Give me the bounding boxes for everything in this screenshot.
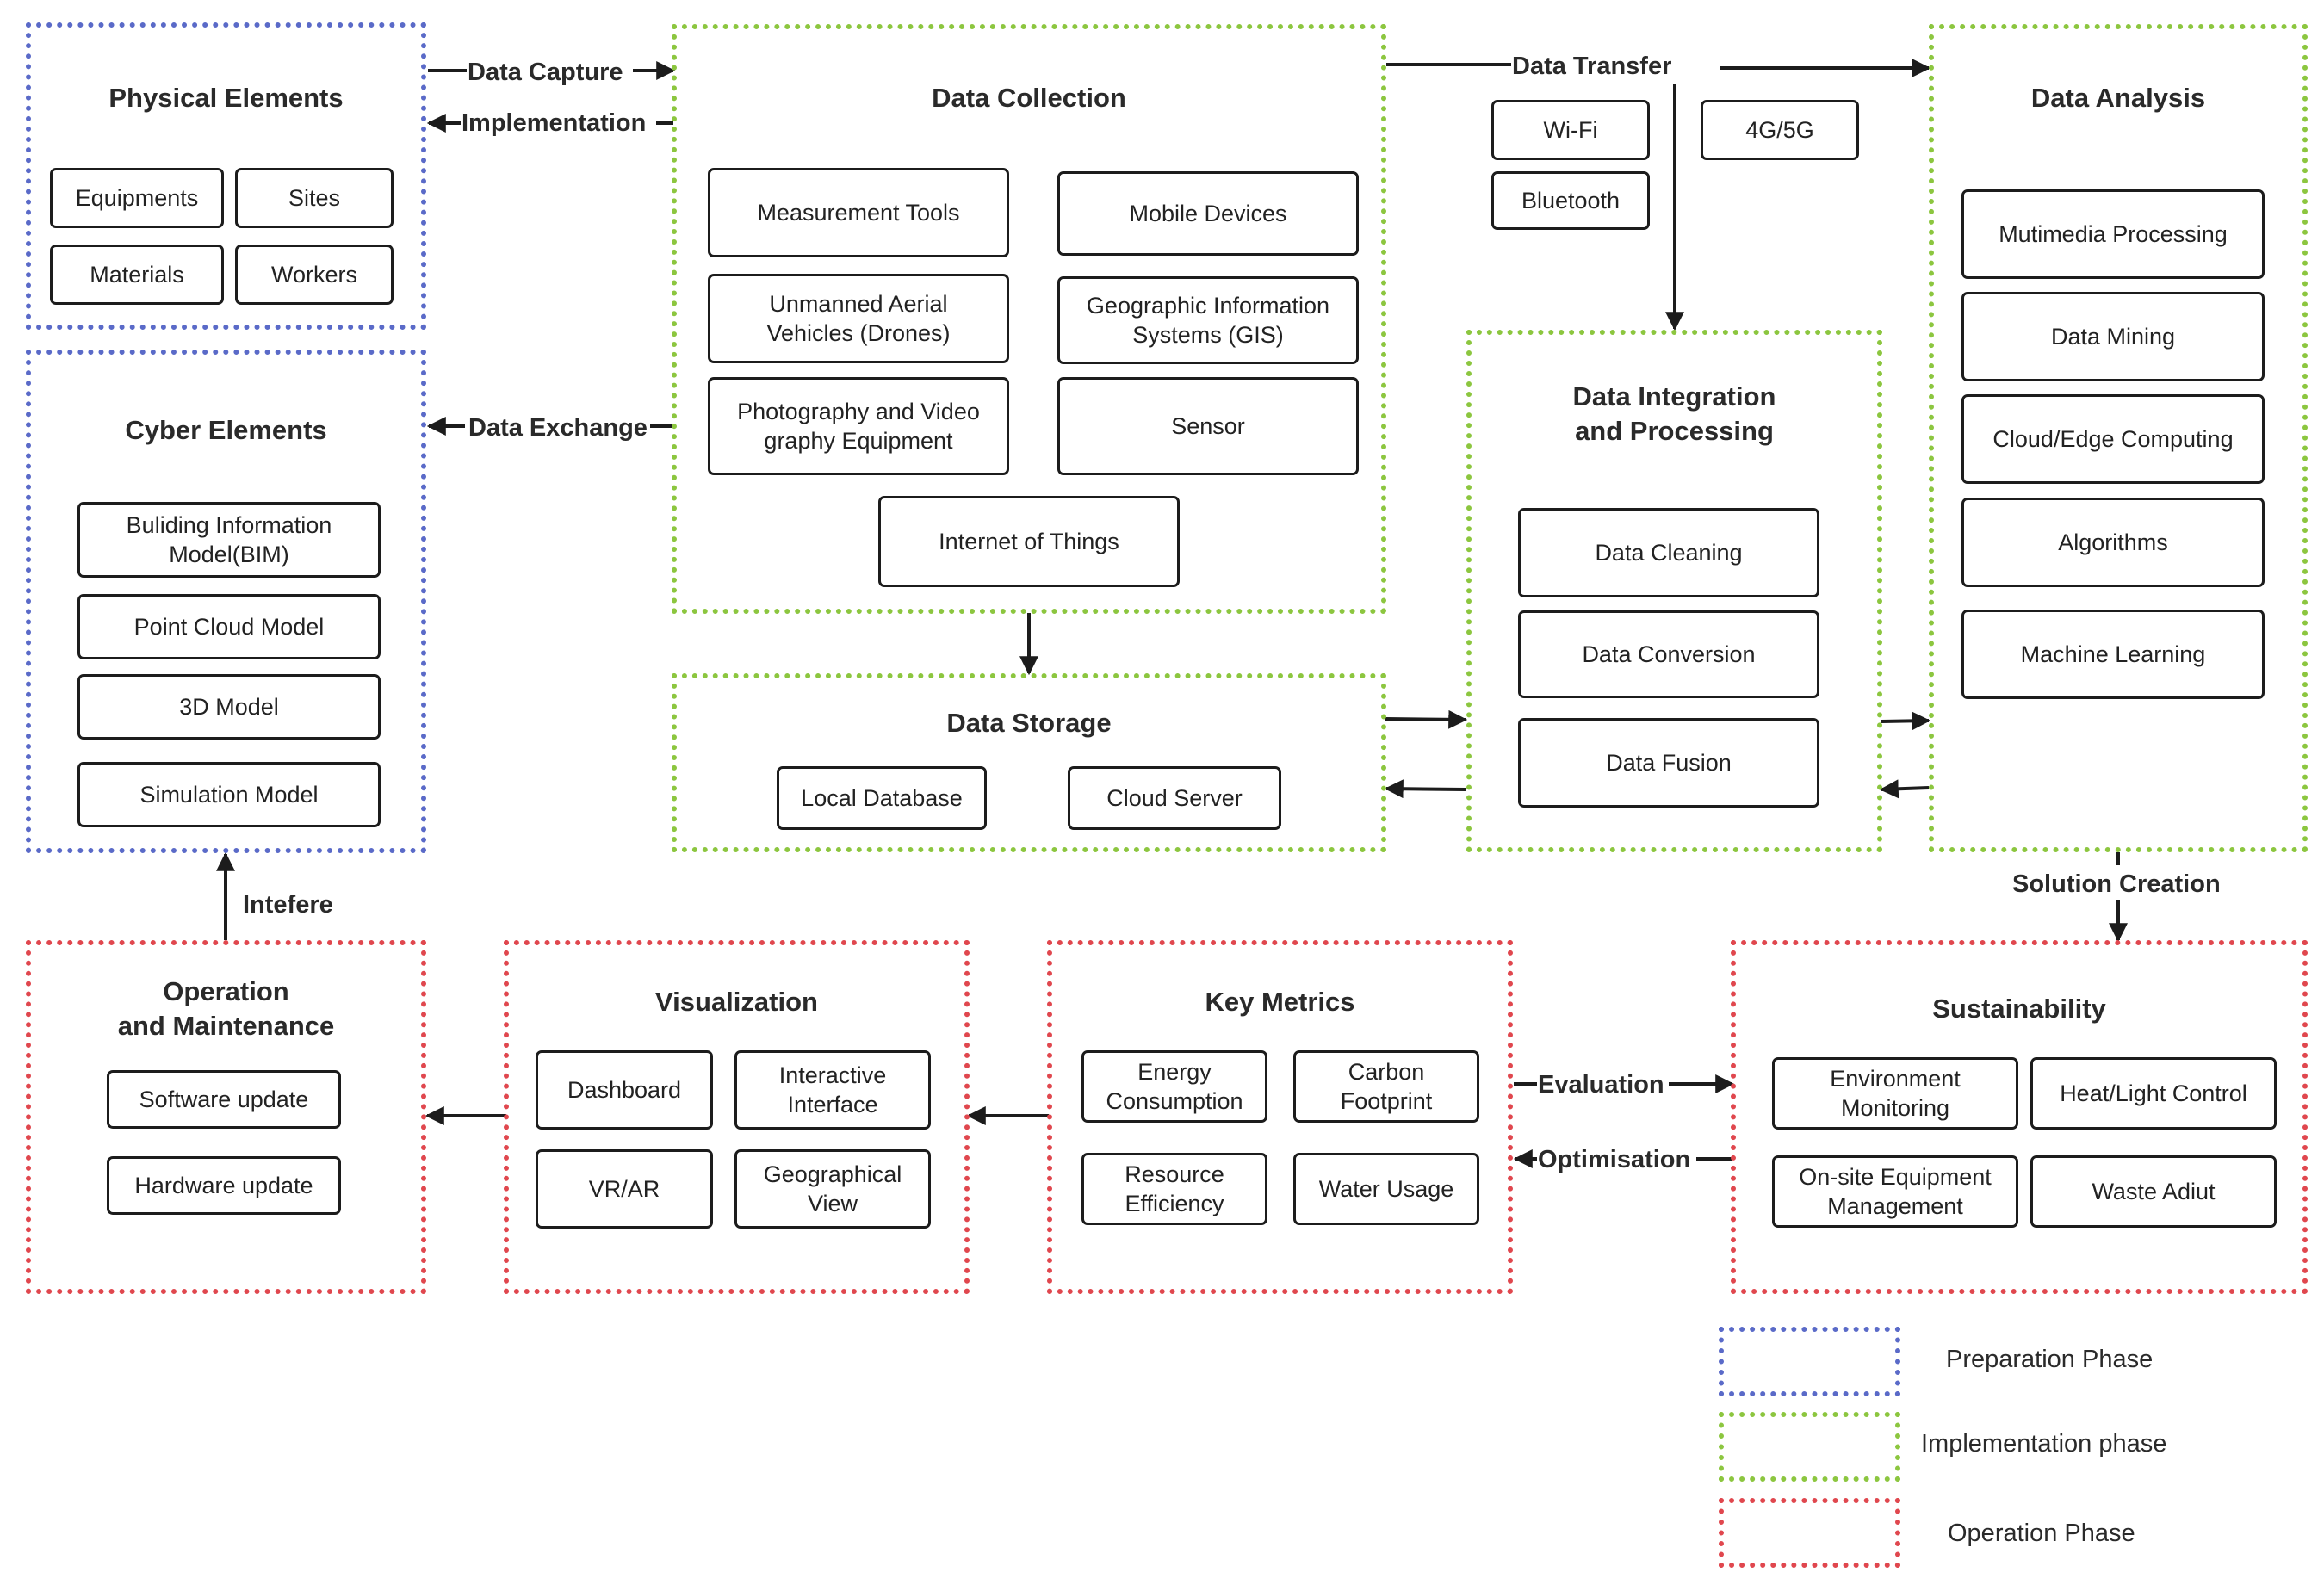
node-multimedia-processing: Mutimedia Processing [1961, 189, 2265, 279]
data-collection-title: Data Collection [932, 83, 1126, 113]
node-simulation-model: Simulation Model [77, 762, 381, 827]
visualization-group: Visualization [504, 940, 970, 1294]
label-intefere: Intefere [243, 890, 333, 919]
operation-maintenance-group: Operation and Maintenance [26, 940, 426, 1294]
legend-label-implementation: Implementation phase [1921, 1430, 2167, 1458]
node-onsite-equipment-management: On-site Equipment Management [1772, 1155, 2018, 1228]
data-analysis-title: Data Analysis [2030, 83, 2206, 113]
node-machine-learning: Machine Learning [1961, 610, 2265, 699]
legend-swatch-preparation [1719, 1327, 1900, 1396]
node-data-cleaning: Data Cleaning [1518, 508, 1819, 597]
data-collection-group: Data Collection [672, 24, 1386, 614]
operation-maintenance-title: Operation and Maintenance [117, 976, 335, 1041]
node-local-database: Local Database [777, 766, 987, 830]
data-storage-title: Data Storage [946, 708, 1112, 738]
node-hardware-update: Hardware update [107, 1156, 341, 1215]
legend-swatch-operation [1719, 1498, 1900, 1568]
node-geographical-view: Geographical View [734, 1149, 931, 1229]
label-data-transfer: Data Transfer [1512, 52, 1672, 81]
legend-label-preparation: Preparation Phase [1946, 1346, 2154, 1373]
node-materials: Materials [50, 245, 224, 305]
node-vr-ar: VR/AR [536, 1149, 713, 1229]
node-wifi: Wi-Fi [1491, 100, 1650, 160]
node-carbon-footprint: Carbon Footprint [1293, 1050, 1479, 1123]
node-dashboard: Dashboard [536, 1050, 713, 1130]
sustainability-title: Sustainability [1932, 994, 2106, 1024]
key-metrics-group: Key Metrics [1047, 940, 1513, 1294]
node-measurement-tools: Measurement Tools [708, 168, 1009, 257]
arrow-analysis-to-integration [1879, 779, 1930, 799]
label-implementation: Implementation [462, 108, 647, 138]
node-bim: Buliding Information Model(BIM) [77, 502, 381, 578]
label-optimisation: Optimisation [1538, 1145, 1691, 1174]
node-data-conversion: Data Conversion [1518, 610, 1819, 698]
node-internet-of-things: Internet of Things [878, 496, 1180, 587]
node-cloud-server: Cloud Server [1068, 766, 1281, 830]
data-integration-group: Data Integration and Processing [1466, 330, 1882, 852]
node-software-update: Software update [107, 1070, 341, 1129]
node-heat-light-control: Heat/Light Control [2030, 1057, 2277, 1130]
node-equipments: Equipments [50, 168, 224, 228]
node-workers: Workers [235, 245, 394, 305]
node-resource-efficiency: Resource Efficiency [1081, 1153, 1267, 1225]
cyber-elements-title: Cyber Elements [125, 415, 327, 445]
node-environment-monitoring: Environment Monitoring [1772, 1057, 2018, 1130]
node-drones: Unmanned Aerial Vehicles (Drones) [708, 274, 1009, 363]
node-4g5g: 4G/5G [1701, 100, 1859, 160]
node-water-usage: Water Usage [1293, 1153, 1479, 1225]
data-storage-group: Data Storage [672, 673, 1386, 852]
data-analysis-group: Data Analysis [1929, 24, 2308, 852]
data-integration-title: Data Integration and Processing [1572, 381, 1776, 446]
node-waste-audit: Waste Adiut [2030, 1155, 2277, 1228]
visualization-title: Visualization [655, 987, 818, 1017]
node-point-cloud-model: Point Cloud Model [77, 594, 381, 659]
node-data-fusion: Data Fusion [1518, 718, 1819, 808]
legend-swatch-implementation [1719, 1412, 1900, 1482]
node-data-mining: Data Mining [1961, 292, 2265, 381]
node-3d-model: 3D Model [77, 674, 381, 740]
node-interactive-interface: Interactive Interface [734, 1050, 931, 1130]
node-bluetooth: Bluetooth [1491, 171, 1650, 230]
label-data-capture: Data Capture [468, 58, 623, 87]
arrow-storage-to-integration [1385, 709, 1468, 729]
node-energy-consumption: Energy Consumption [1081, 1050, 1267, 1123]
label-solution-creation: Solution Creation [2012, 870, 2221, 899]
physical-elements-title: Physical Elements [108, 83, 344, 113]
label-data-exchange: Data Exchange [468, 413, 648, 443]
node-photography-equipment: Photography and Video graphy Equipment [708, 377, 1009, 475]
node-sensor: Sensor [1057, 377, 1359, 475]
node-cloud-edge-computing: Cloud/Edge Computing [1961, 394, 2265, 484]
key-metrics-title: Key Metrics [1205, 987, 1355, 1017]
node-algorithms: Algorithms [1961, 498, 2265, 587]
cyber-elements-group: Cyber Elements [26, 350, 426, 853]
label-evaluation: Evaluation [1538, 1070, 1664, 1099]
sustainability-group: Sustainability [1731, 940, 2308, 1294]
node-sites: Sites [235, 168, 394, 228]
legend-label-operation: Operation Phase [1948, 1520, 2135, 1547]
node-gis: Geographic Information Systems (GIS) [1057, 276, 1359, 364]
node-mobile-devices: Mobile Devices [1057, 171, 1359, 256]
physical-elements-group: Physical Elements [26, 22, 426, 330]
